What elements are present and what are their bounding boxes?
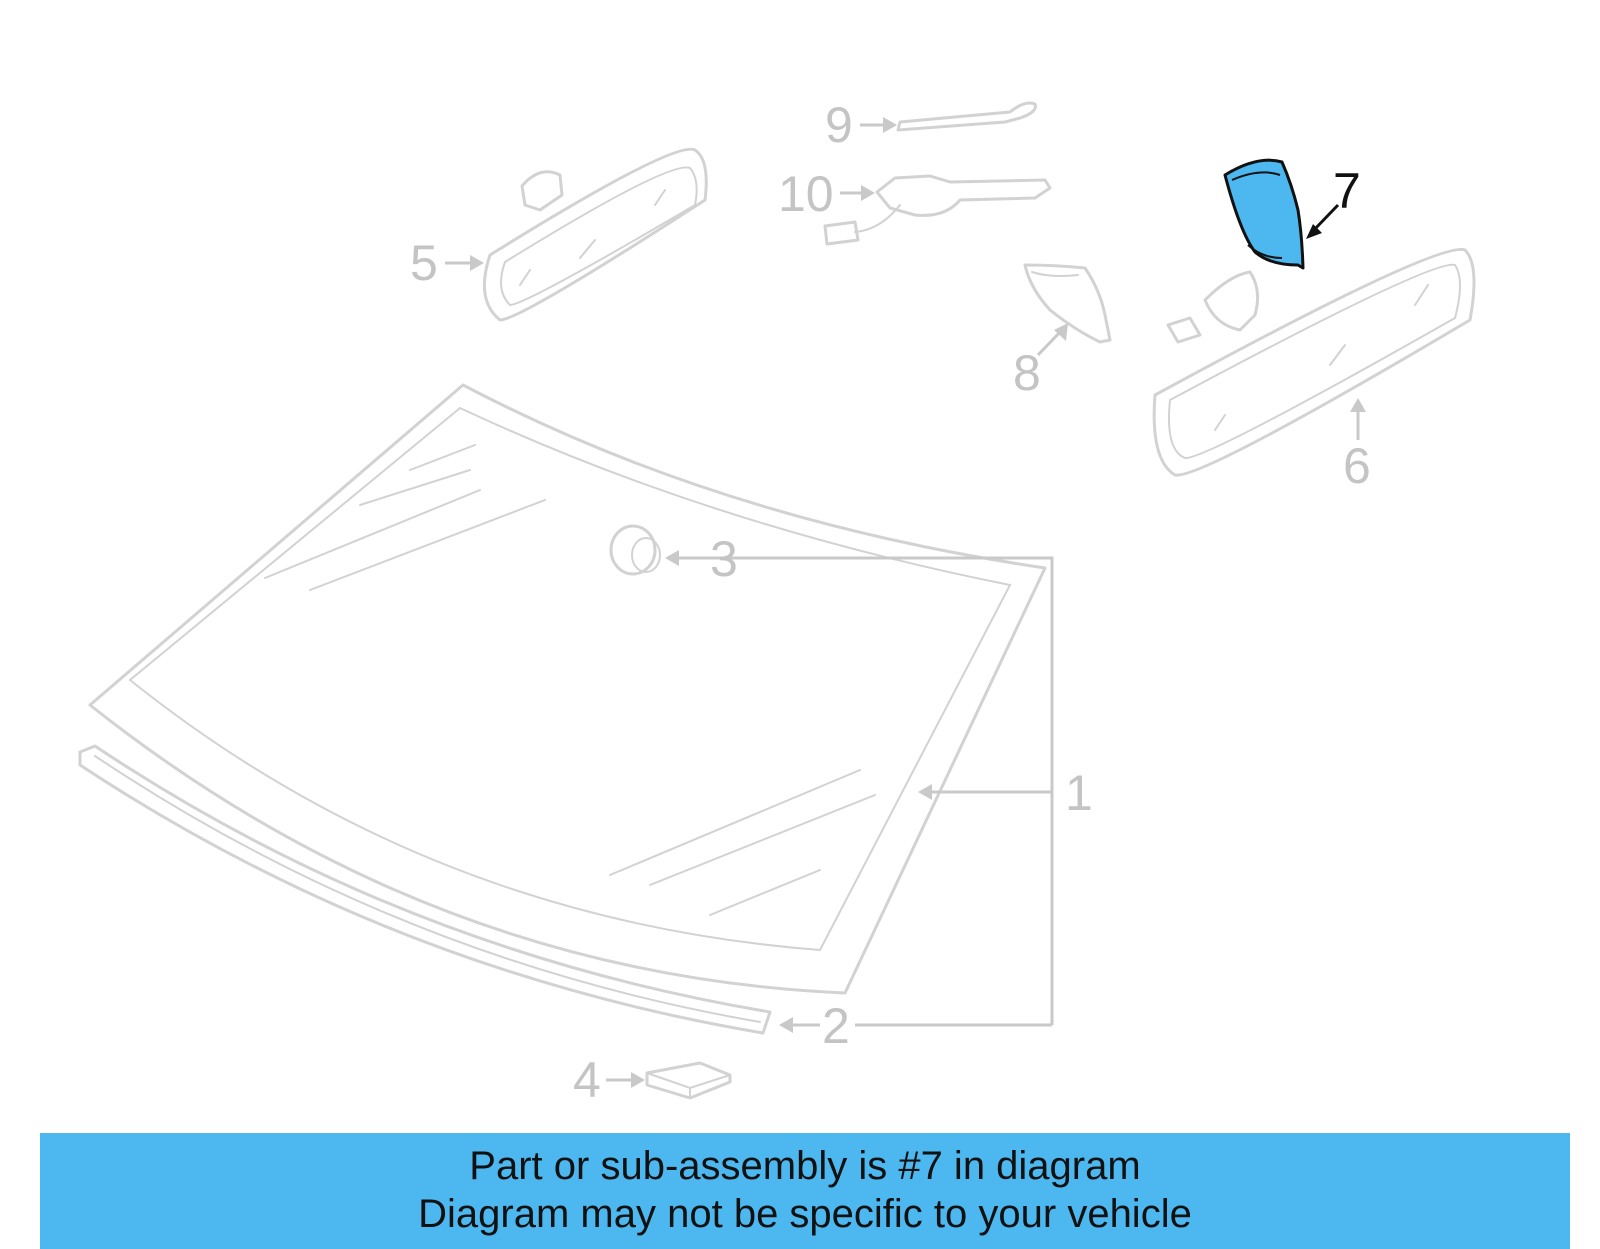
callout-6: 6	[1343, 438, 1371, 494]
callout-2: 2	[822, 998, 850, 1054]
info-banner: Part or sub-assembly is #7 in diagram Di…	[40, 1133, 1570, 1249]
callout-1: 1	[1065, 765, 1093, 821]
callout-9: 9	[825, 97, 853, 153]
callout-5: 5	[410, 235, 438, 291]
clip-part	[609, 524, 661, 576]
callout-3: 3	[710, 531, 738, 587]
callout-7: 7	[1333, 163, 1361, 219]
rearview-mirror-left	[482, 147, 708, 322]
banner-line-1: Part or sub-assembly is #7 in diagram	[469, 1144, 1141, 1188]
callout-10: 10	[778, 166, 834, 222]
callout-4: 4	[573, 1052, 601, 1108]
leader-lines	[445, 117, 1366, 1088]
windshield-glass	[88, 383, 1047, 995]
spacer-block	[645, 1061, 732, 1100]
callout-labels: 1 2 3 4 5 6 7 8 9 10	[410, 97, 1371, 1108]
rearview-mirror-right	[1152, 247, 1476, 477]
callout-8: 8	[1013, 345, 1041, 401]
banner-line-2: Diagram may not be specific to your vehi…	[418, 1192, 1192, 1236]
mirror-cover-highlighted	[1223, 158, 1305, 270]
bracket-cover	[1023, 263, 1112, 344]
wire-rod	[896, 101, 1037, 132]
sensor-harness	[823, 174, 1052, 246]
lower-molding	[78, 744, 772, 1035]
